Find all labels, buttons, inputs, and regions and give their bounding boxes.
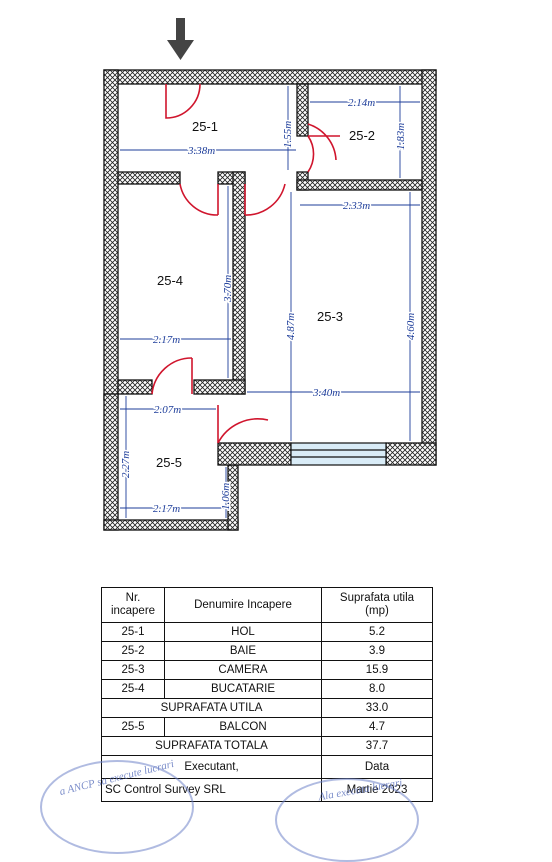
cell-name: BAIE xyxy=(164,641,322,661)
dim-label: 4.87m xyxy=(285,313,297,340)
table-row: 25-2 BAIE 3.9 xyxy=(101,641,433,661)
dimension-lines xyxy=(120,86,420,518)
table-header-row: Nr.incapere Denumire Incapere Suprafata … xyxy=(101,587,433,623)
table-row: 25-5 BALCON 4.7 xyxy=(101,717,433,737)
room-label-25-1: 25-1 xyxy=(192,119,218,134)
doors xyxy=(151,83,340,444)
cell-name: CAMERA xyxy=(164,660,322,680)
subtotal-label: SUPRAFATA UTILA xyxy=(101,698,322,718)
dim-label: 2.07m xyxy=(154,404,181,416)
cell-name: BALCON xyxy=(164,717,322,737)
cell-nr: 25-2 xyxy=(101,641,165,661)
cell-nr: 25-1 xyxy=(101,622,165,642)
header-nr-text: Nr. xyxy=(125,592,141,604)
header-area-text: Suprafata utila xyxy=(339,592,415,604)
floor-plan: 25-1 25-2 25-3 25-4 25-5 3.38m 1.55m 2.1… xyxy=(103,18,437,531)
total-row: SUPRAFATA TOTALA 37.7 xyxy=(101,736,433,756)
total-area: 37.7 xyxy=(321,736,433,756)
walls xyxy=(103,69,437,531)
header-area-text: (mp) xyxy=(365,605,389,617)
dim-label: 2.17m xyxy=(153,334,180,346)
dim-label: 2.33m xyxy=(343,200,370,212)
dim-label: 2.27m xyxy=(120,451,132,478)
cell-area: 5.2 xyxy=(321,622,433,642)
date-label: Data xyxy=(321,755,433,779)
cell-area: 3.9 xyxy=(321,641,433,661)
cell-nr: 25-5 xyxy=(101,717,165,737)
cell-area: 15.9 xyxy=(321,660,433,680)
total-label: SUPRAFATA TOTALA xyxy=(101,736,322,756)
room-label-25-4: 25-4 xyxy=(157,273,183,288)
header-name: Denumire Incapere xyxy=(164,587,322,623)
dim-label: 2.14m xyxy=(348,97,375,109)
subtotal-area: 33.0 xyxy=(321,698,433,718)
header-nr: Nr.incapere xyxy=(101,587,165,623)
dim-label: 3.38m xyxy=(187,145,215,157)
table-row: 25-1 HOL 5.2 xyxy=(101,622,433,642)
dim-label: 3.70m xyxy=(222,275,234,303)
table-row: 25-4 BUCATARIE 8.0 xyxy=(101,679,433,699)
header-area: Suprafata utila(mp) xyxy=(321,587,433,623)
dimension-labels: 3.38m 1.55m 2.14m 1.83m 2.33m 3.70m 4.87… xyxy=(119,96,419,517)
cell-area: 8.0 xyxy=(321,679,433,699)
dim-label: 3.40m xyxy=(312,387,340,399)
subtotal-row: SUPRAFATA UTILA 33.0 xyxy=(101,698,433,718)
cell-name: HOL xyxy=(164,622,322,642)
cell-nr: 25-3 xyxy=(101,660,165,680)
room-label-25-3: 25-3 xyxy=(317,309,343,324)
cell-area: 4.7 xyxy=(321,717,433,737)
dim-label: 4.60m xyxy=(405,313,417,340)
table-row: 25-3 CAMERA 15.9 xyxy=(101,660,433,680)
dim-label: 2.17m xyxy=(153,503,180,515)
room-label-25-5: 25-5 xyxy=(156,455,182,470)
header-nr-text: incapere xyxy=(110,605,156,617)
dim-label: 1.06m xyxy=(220,483,232,510)
cell-name: BUCATARIE xyxy=(164,679,322,699)
room-label-25-2: 25-2 xyxy=(349,128,375,143)
dim-label: 1.83m xyxy=(395,123,407,150)
entrance-arrow-icon xyxy=(167,18,194,60)
cell-nr: 25-4 xyxy=(101,679,165,699)
dim-label: 1.55m xyxy=(282,121,294,148)
